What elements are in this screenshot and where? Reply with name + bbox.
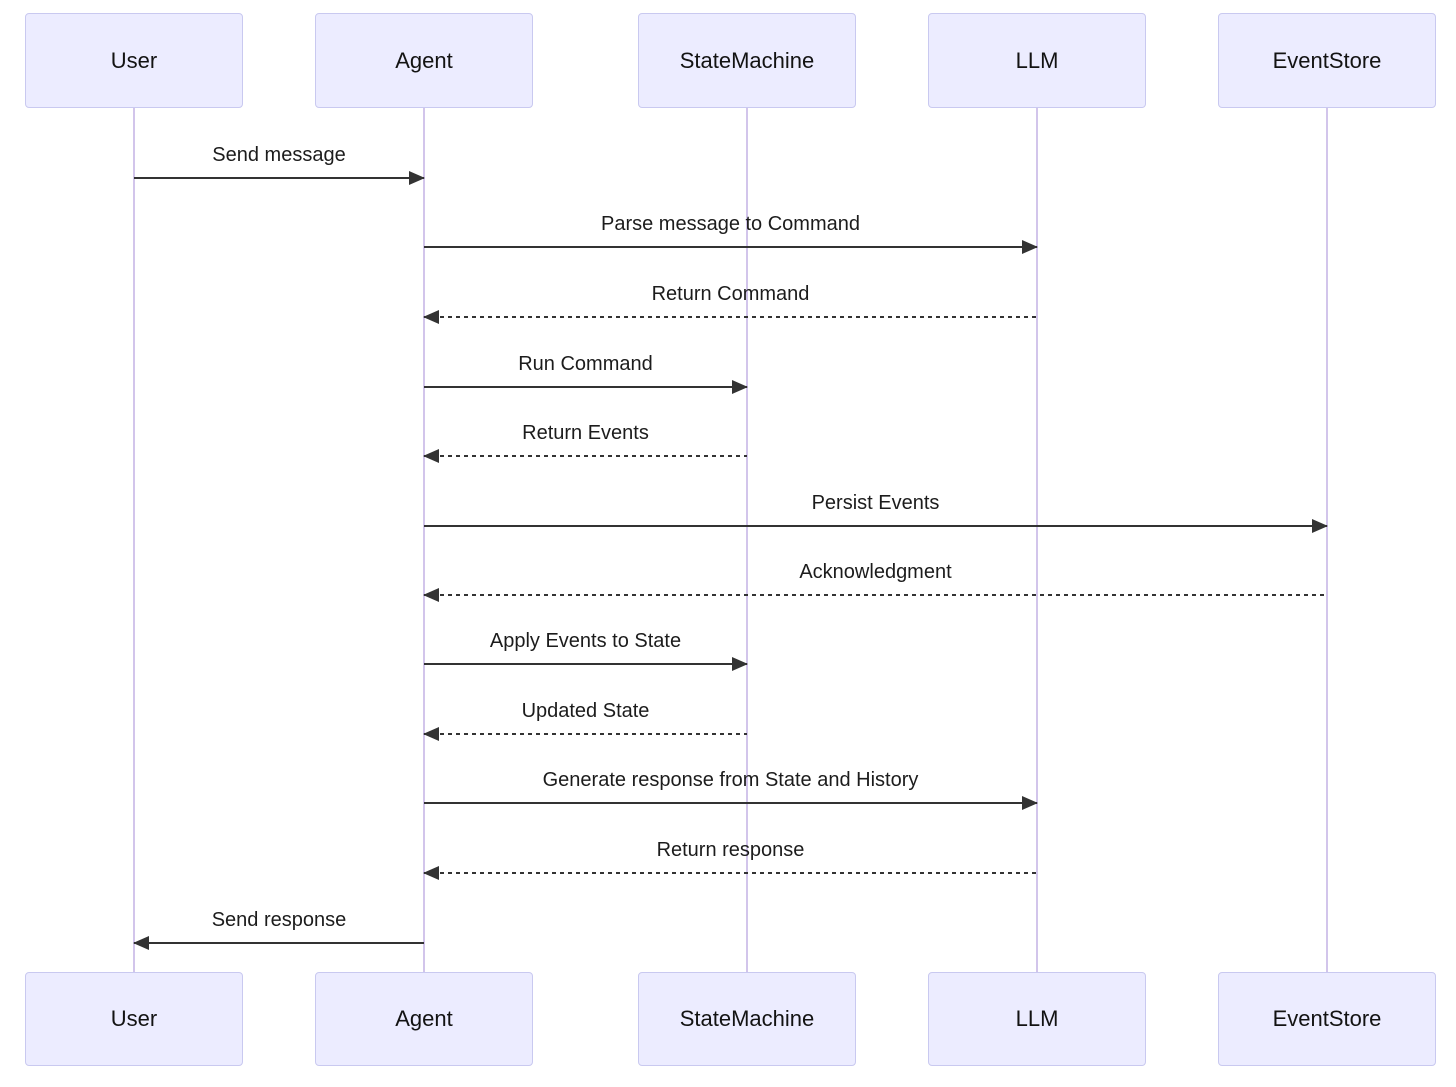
actor-label: LLM [1015, 47, 1059, 73]
actor-label: EventStore [1272, 1006, 1382, 1031]
message-arrow [423, 866, 1037, 880]
actor-top-llm: LLM [928, 13, 1146, 108]
arrowhead-right-icon [732, 657, 748, 671]
actor-label: Agent [395, 1006, 453, 1031]
actor-label: Agent [395, 47, 453, 73]
message-arrow [423, 727, 747, 741]
message-persist-events: Persist Events [424, 487, 1328, 533]
lifeline-eventstore [1326, 108, 1328, 972]
message-label: Generate response from State and History [542, 769, 919, 791]
message-arrow [134, 171, 425, 185]
actor-bottom-llm: LLM [928, 972, 1146, 1066]
message-arrow [424, 796, 1038, 810]
message-send-message: Send message [134, 139, 425, 185]
message-label: Persist Events [811, 492, 940, 514]
message-arrow [424, 519, 1328, 533]
actor-bottom-statemachine: StateMachine [638, 972, 856, 1066]
actor-top-statemachine: StateMachine [638, 13, 856, 108]
message-acknowledgment: Acknowledgment [423, 556, 1327, 602]
message-label: Send response [211, 909, 347, 931]
message-arrow [423, 310, 1037, 324]
message-label: Updated State [521, 700, 650, 722]
message-run-command: Run Command [424, 348, 748, 394]
arrowhead-right-icon [409, 171, 425, 185]
actor-label: User [110, 47, 158, 73]
message-label: Run Command [518, 353, 653, 375]
actor-bottom-agent: Agent [315, 972, 533, 1066]
lifeline-agent [423, 108, 425, 972]
message-arrow [424, 240, 1038, 254]
message-arrow [424, 657, 748, 671]
lifeline-user [133, 108, 135, 972]
arrowhead-right-icon [1022, 240, 1038, 254]
arrowhead-left-icon [423, 588, 439, 602]
message-label: Return Command [651, 283, 810, 305]
actor-top-agent: Agent [315, 13, 533, 108]
message-return-response: Return response [423, 834, 1037, 880]
actor-label: EventStore [1272, 47, 1382, 73]
message-arrow [423, 588, 1327, 602]
message-send-response: Send response [133, 904, 424, 950]
arrowhead-right-icon [732, 380, 748, 394]
actor-bottom-user: User [25, 972, 243, 1066]
message-label: Acknowledgment [799, 561, 952, 583]
lifeline-statemachine [746, 108, 748, 972]
actor-label: LLM [1015, 1006, 1059, 1031]
message-label: Return Events [522, 422, 649, 444]
arrowhead-left-icon [423, 866, 439, 880]
actor-top-eventstore: EventStore [1218, 13, 1436, 108]
arrowhead-right-icon [1312, 519, 1328, 533]
message-label: Apply Events to State [489, 630, 682, 652]
actor-label: StateMachine [679, 47, 815, 73]
arrowhead-left-icon [423, 727, 439, 741]
actor-label: User [110, 1006, 158, 1031]
lifeline-llm [1036, 108, 1038, 972]
message-arrow [423, 449, 747, 463]
arrowhead-left-icon [133, 936, 149, 950]
actor-top-user: User [25, 13, 243, 108]
message-generate-response: Generate response from State and History [424, 764, 1038, 810]
message-updated-state: Updated State [423, 695, 747, 741]
message-arrow [424, 380, 748, 394]
arrowhead-right-icon [1022, 796, 1038, 810]
message-return-command: Return Command [423, 278, 1037, 324]
message-return-events: Return Events [423, 417, 747, 463]
arrowhead-left-icon [423, 449, 439, 463]
message-arrow [133, 936, 424, 950]
message-label: Send message [212, 144, 346, 166]
arrowhead-left-icon [423, 310, 439, 324]
message-label: Return response [656, 839, 805, 861]
actor-label: StateMachine [679, 1006, 815, 1031]
actor-bottom-eventstore: EventStore [1218, 972, 1436, 1066]
message-apply-events-to-state: Apply Events to State [424, 625, 748, 671]
message-parse-message-to-command: Parse message to Command [424, 208, 1038, 254]
message-label: Parse message to Command [600, 213, 860, 235]
